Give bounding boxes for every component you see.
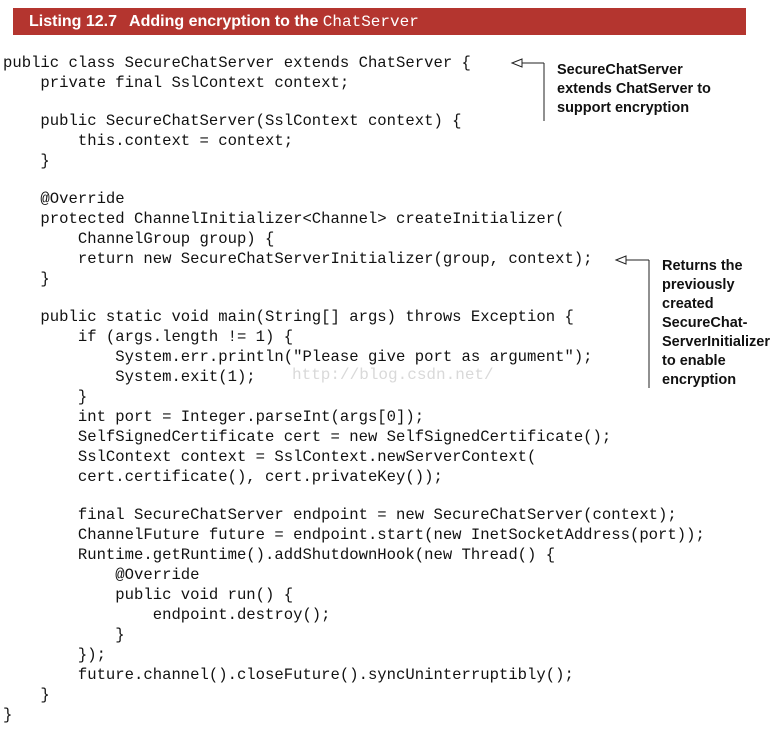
code-line: this.context = context; bbox=[3, 132, 294, 150]
code-line: ChannelGroup group) { bbox=[3, 230, 275, 248]
code-line: public class SecureChatServer extends Ch… bbox=[3, 54, 471, 72]
code-line: cert.certificate(), cert.privateKey()); bbox=[3, 468, 443, 486]
listing-header: Listing 12.7 Adding encryption to the Cha… bbox=[13, 8, 746, 35]
annotation-line: support encryption bbox=[557, 100, 690, 116]
code-line: Runtime.getRuntime().addShutdownHook(new… bbox=[3, 546, 556, 564]
annotation-line: Returns the bbox=[662, 258, 743, 274]
code-line: SelfSignedCertificate cert = new SelfSig… bbox=[3, 428, 612, 446]
code-line: public void run() { bbox=[3, 586, 294, 604]
annotation-line: extends ChatServer to bbox=[557, 81, 711, 97]
code-line: endpoint.destroy(); bbox=[3, 606, 331, 624]
annotation-line: encryption bbox=[662, 372, 737, 388]
code-line: System.err.println("Please give port as … bbox=[3, 348, 593, 366]
code-line: } bbox=[3, 626, 125, 644]
annotation-line: ServerInitializer bbox=[662, 334, 770, 350]
code-line: @Override bbox=[3, 190, 125, 208]
code-line: public static void main(String[] args) t… bbox=[3, 308, 574, 326]
code-line: } bbox=[3, 152, 50, 170]
code-line: } bbox=[3, 388, 88, 406]
code-line: SslContext context = SslContext.newServe… bbox=[3, 448, 537, 466]
listing-number: Listing 12.7 bbox=[29, 13, 118, 30]
code-line: future.channel().closeFuture().syncUnint… bbox=[3, 666, 574, 684]
code-line: } bbox=[3, 706, 13, 724]
annotation-line: SecureChatServer bbox=[557, 62, 683, 78]
annotation-line: SecureChat- bbox=[662, 315, 748, 331]
callout-arrow-2 bbox=[614, 255, 627, 265]
code-line: } bbox=[3, 686, 50, 704]
code-line: if (args.length != 1) { bbox=[3, 328, 294, 346]
annotation-line: created bbox=[662, 296, 714, 312]
code-line: final SecureChatServer endpoint = new Se… bbox=[3, 506, 677, 524]
code-line: System.exit(1); bbox=[3, 368, 256, 386]
code-line: protected ChannelInitializer<Channel> cr… bbox=[3, 210, 565, 228]
code-line: @Override bbox=[3, 566, 200, 584]
code-line: }); bbox=[3, 646, 106, 664]
code-line: ChannelFuture future = endpoint.start(ne… bbox=[3, 526, 705, 544]
listing-title: Adding encryption to the bbox=[129, 13, 323, 30]
listing-title-code: ChatServer bbox=[322, 13, 419, 31]
annotation-line: previously bbox=[662, 277, 735, 293]
callout-arrow-1 bbox=[510, 58, 523, 68]
code-line: } bbox=[3, 270, 50, 288]
annotation-extends-chatserver: SecureChatServer extends ChatServer to sup… bbox=[557, 61, 711, 118]
watermark: http://blog.csdn.net/ bbox=[292, 366, 494, 384]
code-line: private final SslContext context; bbox=[3, 74, 350, 92]
code-line: public SecureChatServer(SslContext conte… bbox=[3, 112, 462, 130]
annotation-line: to enable bbox=[662, 353, 726, 369]
code-line: return new SecureChatServerInitializer(g… bbox=[3, 250, 593, 268]
code-line: int port = Integer.parseInt(args[0]); bbox=[3, 408, 425, 426]
